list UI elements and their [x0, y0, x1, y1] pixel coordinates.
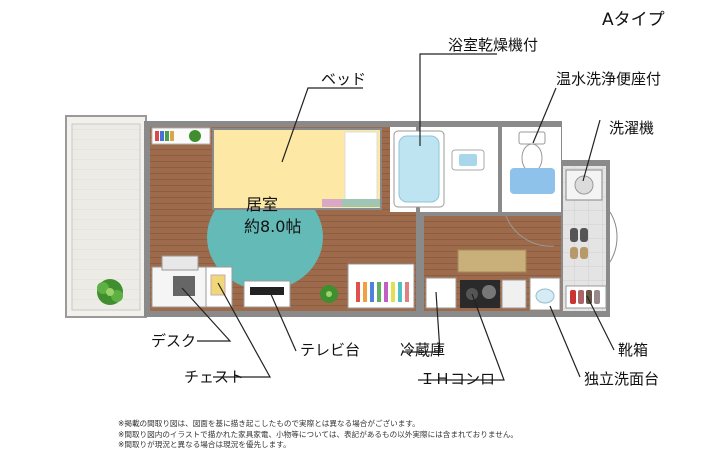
disclaimer-notes: ※掲載の間取り図は、図面を基に描き起こしたもので実際とは異なる場合がございます。… — [118, 419, 698, 451]
shelf — [151, 127, 211, 145]
label-shoe-box: 靴箱 — [618, 341, 648, 359]
note-line: ※間取りが現況と異なる場合は現況を優先します。 — [118, 440, 291, 449]
shoes-icon — [570, 228, 588, 259]
label-chest: チェスト — [184, 368, 244, 386]
bed — [212, 128, 382, 210]
plan-type-title: Aタイプ — [602, 10, 665, 30]
note-line: ※掲載の間取り図は、図面を基に描き起こしたもので実際とは異なる場合がございます。 — [118, 419, 420, 428]
closet — [347, 263, 415, 309]
kitchen-wall — [420, 212, 561, 216]
label-ih-stove: ＩＨコンロ — [420, 370, 495, 388]
label-bath: 浴室乾燥機付 — [448, 36, 538, 54]
entry-door — [609, 211, 618, 263]
kitchen-sink — [501, 279, 527, 309]
rug — [207, 184, 323, 290]
label-bed: ベッド — [321, 70, 366, 88]
wash-basin — [529, 277, 561, 311]
shoe-box — [565, 285, 607, 309]
balcony — [65, 115, 147, 318]
plant-icon — [97, 279, 123, 305]
bathtub — [393, 130, 485, 208]
toilet-icon — [510, 131, 555, 194]
tv-stand — [243, 280, 291, 308]
room-size: 約8.0帖 — [244, 217, 301, 236]
washing-machine — [565, 169, 603, 201]
label-desk: デスク — [151, 332, 196, 350]
label-tv-stand: テレビ台 — [300, 341, 360, 359]
refrigerator — [425, 277, 457, 309]
leader-lines — [181, 53, 615, 381]
label-wash-basin: 独立洗面台 — [584, 370, 659, 388]
note-line: ※間取り図内のイラストで描かれた家具家電、小物等については、表記があるもの以外実… — [118, 429, 519, 439]
partition-wall — [416, 127, 420, 311]
label-fridge: 冷蔵庫 — [400, 341, 445, 359]
toilet-door — [505, 215, 555, 247]
plant-icon — [320, 285, 338, 303]
label-toilet: 温水洗浄便座付 — [556, 70, 661, 88]
ih-stove — [460, 280, 500, 308]
label-washer: 洗濯機 — [609, 119, 654, 137]
kitchen-mat — [457, 249, 527, 273]
room-name: 居室 — [246, 195, 278, 214]
